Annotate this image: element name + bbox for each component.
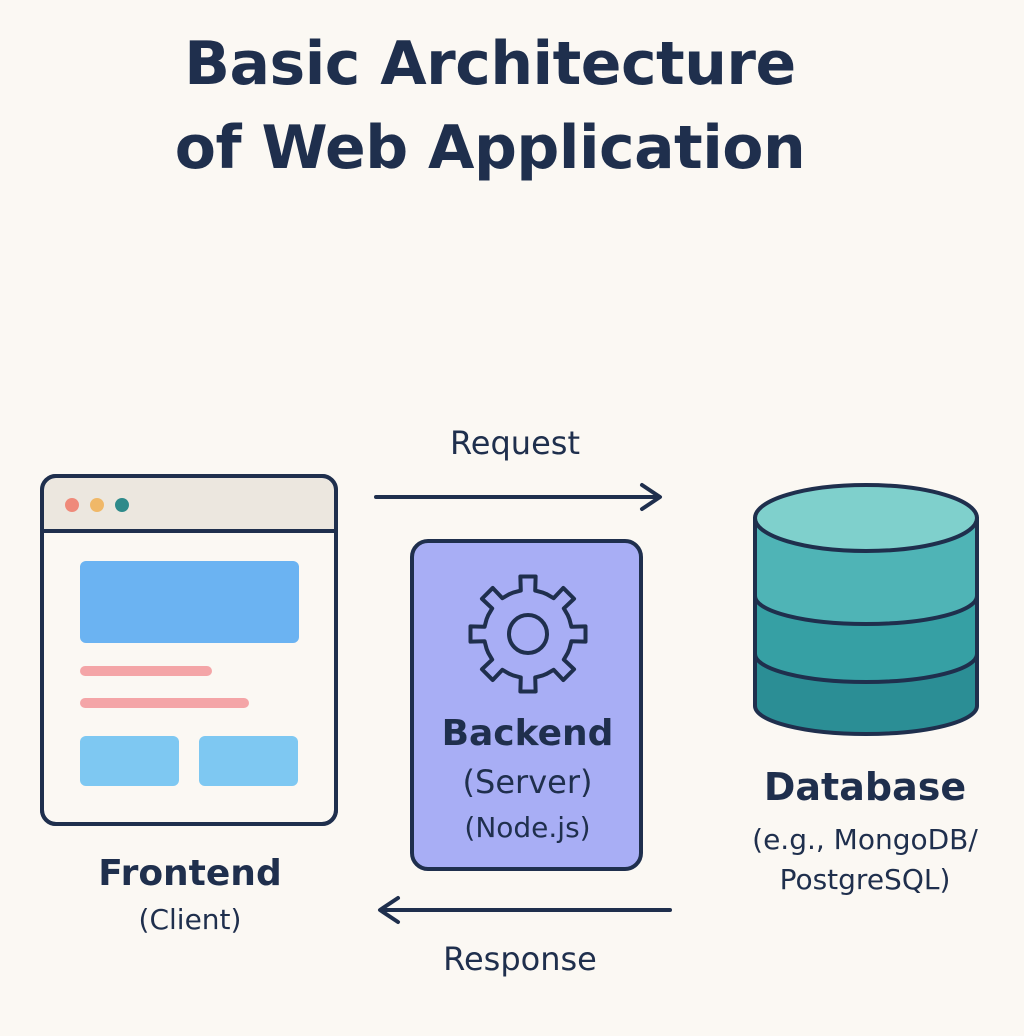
- gear-icon: [468, 574, 588, 694]
- request-arrow: [374, 483, 662, 511]
- database-label: Database (e.g., MongoDB/ PostgreSQL): [730, 764, 1000, 900]
- database-detail: (e.g., MongoDB/ PostgreSQL): [730, 820, 1000, 900]
- backend-label: Backend (Server) (Node.js): [415, 710, 640, 850]
- browser-button-2: [199, 736, 298, 786]
- frontend-name: Frontend: [98, 853, 282, 894]
- title-line-2: of Web Application: [174, 113, 806, 183]
- browser-text-line-2: [80, 698, 249, 708]
- browser-hero-block: [80, 561, 299, 643]
- window-dot-teal: [115, 498, 129, 512]
- database-name: Database: [763, 765, 967, 809]
- browser-text-line-1: [80, 666, 212, 676]
- database-icon: [753, 483, 979, 736]
- backend-tech: (Node.js): [464, 811, 591, 844]
- title-line-1: Basic Architecture: [184, 29, 796, 99]
- diagram-title: Basic Architecture of Web Application: [0, 22, 980, 190]
- window-dot-red: [65, 498, 79, 512]
- frontend-label: Frontend (Client): [70, 852, 310, 940]
- backend-name: Backend: [441, 713, 614, 754]
- window-dot-yellow: [90, 498, 104, 512]
- browser-window-icon: [40, 474, 338, 826]
- response-arrow: [378, 896, 672, 924]
- backend-card: [410, 539, 643, 871]
- database-detail-line-1: (e.g., MongoDB/: [752, 823, 978, 856]
- request-label: Request: [450, 424, 580, 462]
- backend-detail: (Server): [462, 763, 593, 801]
- browser-button-1: [80, 736, 179, 786]
- frontend-detail: (Client): [138, 903, 242, 936]
- database-detail-line-2: PostgreSQL): [779, 863, 951, 896]
- response-label: Response: [443, 940, 597, 978]
